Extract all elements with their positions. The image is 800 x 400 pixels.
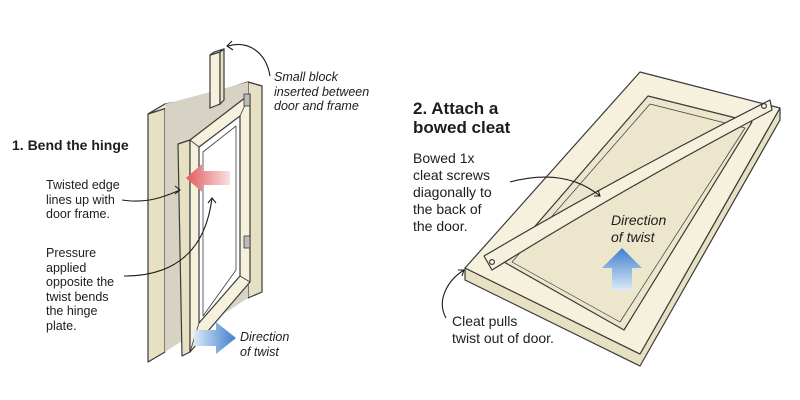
pressure-arrow	[186, 164, 230, 192]
pull-leader	[441, 269, 465, 319]
frame-jamb-left	[147, 103, 166, 363]
hinge-top	[243, 93, 251, 107]
twist-arrow-1	[194, 322, 236, 354]
block-leader	[227, 44, 271, 77]
pressure-note: Pressure applied opposite the twist bend…	[46, 246, 115, 333]
edge-note: Twisted edge lines up with door frame.	[46, 178, 120, 221]
direction-label-1: Direction of twist	[240, 330, 290, 359]
cleat-screw-top	[760, 102, 767, 109]
hinge-bottom	[243, 235, 251, 249]
pressure-leader	[123, 197, 213, 277]
cleat-screw-bottom	[489, 259, 496, 266]
edge-leader	[121, 189, 181, 202]
direction-label-2: Direction of twist	[611, 212, 667, 245]
cleat-note: Bowed 1x cleat screws diagonally to the …	[413, 150, 492, 234]
fig1-title: 1. Bend the hinge	[12, 137, 129, 153]
small-block	[209, 47, 225, 109]
cleat-leader	[509, 176, 601, 197]
bowed-cleat	[483, 99, 773, 271]
block-note: Small block inserted between door and fr…	[274, 70, 370, 113]
twist-arrow-2	[602, 248, 642, 290]
fig2-title: 2. Attach a bowed cleat	[413, 99, 511, 137]
pull-note: Cleat pulls twist out of door.	[452, 313, 554, 346]
